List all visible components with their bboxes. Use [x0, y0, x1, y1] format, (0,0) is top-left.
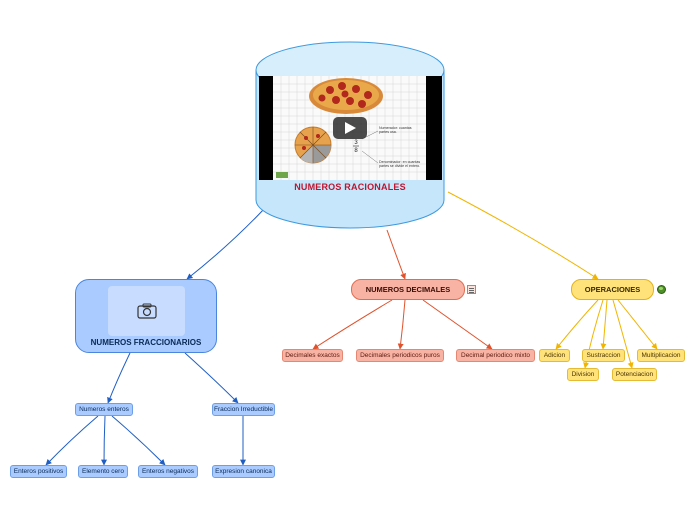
- fraccionarios-node[interactable]: NUMEROS FRACCIONARIOS: [75, 279, 217, 353]
- fraccion-irreductible-node[interactable]: Fraccion Irreductible: [212, 403, 275, 416]
- numeros-enteros-label: Numeros enteros: [79, 406, 129, 413]
- decimales-periodicos-puros-label: Decimales periodicos puros: [360, 352, 440, 359]
- adicion-node[interactable]: Adicion: [539, 349, 570, 362]
- enteros-positivos-node[interactable]: Enteros positivos: [10, 465, 67, 478]
- multiplicacion-label: Multiplicacion: [641, 352, 681, 359]
- decimales-periodicos-puros-node[interactable]: Decimales periodicos puros: [356, 349, 444, 362]
- central-title: NUMEROS RACIONALES: [294, 182, 406, 192]
- connector-dec-puros: [397, 299, 406, 350]
- adicion-label: Adicion: [543, 352, 566, 359]
- play-icon[interactable]: [333, 117, 367, 139]
- sustraccion-label: Sustraccion: [586, 352, 621, 359]
- camera-icon: [136, 303, 157, 319]
- connector-enteros-cero: [101, 415, 108, 466]
- expresion-canonica-label: Expresion canonica: [215, 468, 272, 475]
- connector-enteros-positivos: [45, 415, 99, 466]
- potenciacion-node[interactable]: Potenciacion: [612, 368, 657, 381]
- decimales-title: NUMEROS DECIMALES: [365, 285, 451, 294]
- decimales-node[interactable]: NUMEROS DECIMALES: [351, 279, 465, 300]
- decimal-periodico-mixto-label: Decimal periodico mixto: [461, 352, 530, 359]
- connector-op-potenciacion: [612, 299, 634, 369]
- expresion-canonica-node[interactable]: Expresion canonica: [212, 465, 275, 478]
- fraction-denominator: 8: [354, 148, 358, 154]
- pizza-whole-image: [309, 78, 383, 114]
- enteros-negativos-label: Enteros negativos: [141, 468, 195, 475]
- video-thumbnail[interactable]: 3 8 Numerador: cuantas partes usa. Denom…: [259, 76, 442, 180]
- division-label: Division: [571, 371, 595, 378]
- connector-central-fraccionarios: [186, 207, 266, 280]
- operaciones-node[interactable]: OPERACIONES: [571, 279, 654, 300]
- connector-op-multiplicacion: [617, 299, 658, 350]
- enteros-positivos-label: Enteros positivos: [13, 468, 64, 475]
- operaciones-title: OPERACIONES: [584, 285, 641, 294]
- elemento-cero-node[interactable]: Elemento cero: [78, 465, 128, 478]
- fraccionarios-image-placeholder: [108, 286, 185, 336]
- connector-fracc-irreducible: [184, 352, 239, 404]
- globe-icon[interactable]: [657, 285, 666, 294]
- denominator-label: Denominador: en cuantas partes se divide…: [379, 160, 421, 169]
- decimales-exactos-label: Decimales exactos: [285, 352, 340, 359]
- connector-enteros-negativos: [111, 415, 166, 466]
- video-logo: [276, 172, 288, 178]
- connector-op-sustraccion: [600, 299, 608, 350]
- connector-fracc-enteros: [107, 352, 131, 404]
- connector-central-decimales: [386, 229, 406, 280]
- numeros-enteros-node[interactable]: Numeros enteros: [75, 403, 133, 416]
- connector-dec-mixto: [422, 299, 493, 350]
- numerator-label: Numerador: cuantas partes usa.: [379, 126, 412, 135]
- denominator-pointer: [361, 150, 379, 164]
- notes-icon[interactable]: [467, 285, 476, 294]
- potenciacion-label: Potenciacion: [615, 371, 654, 378]
- division-node[interactable]: Division: [567, 368, 599, 381]
- multiplicacion-node[interactable]: Multiplicacion: [637, 349, 685, 362]
- connector-central-operaciones: [447, 191, 599, 280]
- elemento-cero-label: Elemento cero: [82, 468, 124, 475]
- connector-op-adicion: [555, 299, 599, 350]
- fraccion-irreductible-label: Fraccion Irreductible: [214, 406, 273, 413]
- decimales-exactos-node[interactable]: Decimales exactos: [282, 349, 343, 362]
- pizza-fraction-image: [294, 126, 332, 164]
- decimal-periodico-mixto-node[interactable]: Decimal periodico mixto: [456, 349, 535, 362]
- fraction-numerator: 3: [354, 140, 358, 146]
- fraccionarios-title: NUMEROS FRACCIONARIOS: [90, 338, 202, 347]
- enteros-negativos-node[interactable]: Enteros negativos: [138, 465, 198, 478]
- connector-dec-exactos: [312, 299, 393, 350]
- sustraccion-node[interactable]: Sustraccion: [582, 349, 625, 362]
